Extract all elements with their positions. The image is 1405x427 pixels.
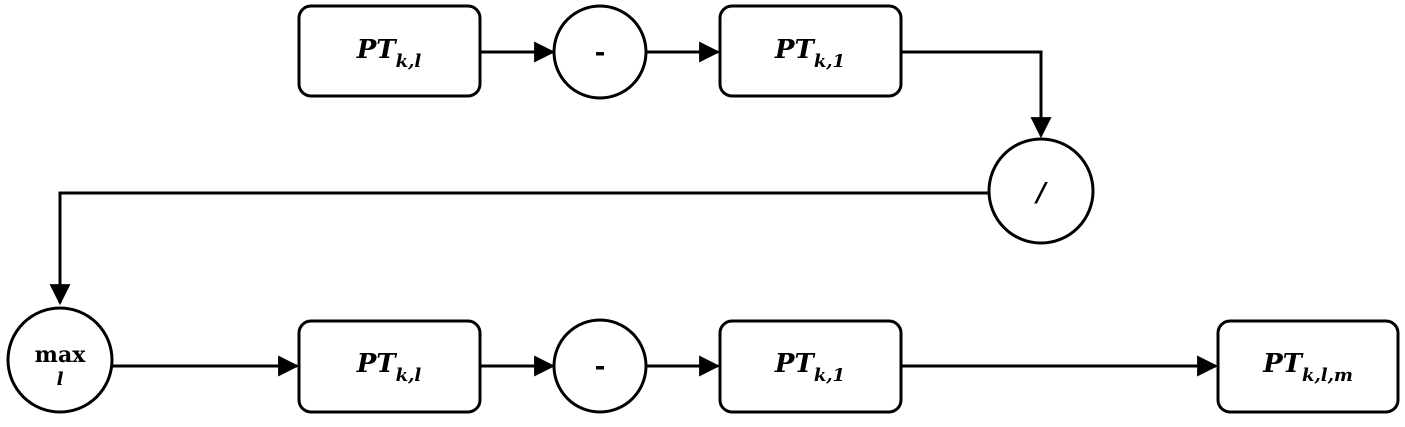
node-main-label: PT (1262, 349, 1304, 379)
node-pt-k-l-m: PTk,l,m (1216, 319, 1400, 414)
node-pt-k-1-top: PTk,1 (718, 4, 903, 98)
node-pt-k-l-top: PTk,l (297, 4, 482, 98)
minus-operator-label: - (595, 38, 606, 68)
node-sub-label: k,1 (814, 51, 845, 72)
arrow-boxb-to-divide (901, 50, 1052, 139)
svg-text:PTk,l,m: PTk,l,m (1262, 349, 1353, 386)
minus-operator-top: - (552, 4, 648, 100)
node-pt-k-l-bottom: PTk,l (297, 319, 482, 414)
max-operator: max l (6, 306, 114, 414)
svg-text:PTk,1: PTk,1 (774, 35, 845, 72)
max-operator-label: max (35, 342, 87, 368)
divide-operator: / (987, 137, 1095, 245)
node-pt-k-1-bottom: PTk,1 (718, 319, 903, 414)
node-sub-label: k,l (396, 365, 422, 386)
node-main-label: PT (774, 349, 816, 379)
svg-text:PTk,l: PTk,l (356, 349, 422, 386)
svg-text:PTk,1: PTk,1 (774, 349, 845, 386)
node-sub-label: k,l,m (1302, 365, 1353, 386)
minus-operator-bottom: - (552, 318, 648, 414)
node-main-label: PT (356, 349, 398, 379)
node-sub-label: k,1 (814, 365, 845, 386)
node-main-label: PT (356, 35, 398, 65)
max-operator-subscript: l (57, 369, 64, 390)
minus-operator-label: - (595, 352, 606, 382)
node-sub-label: k,l (396, 51, 422, 72)
node-main-label: PT (774, 35, 816, 65)
svg-text:PTk,l: PTk,l (356, 35, 422, 72)
divide-operator-label: / (1033, 178, 1048, 208)
arrow-divide-to-max (49, 191, 990, 306)
